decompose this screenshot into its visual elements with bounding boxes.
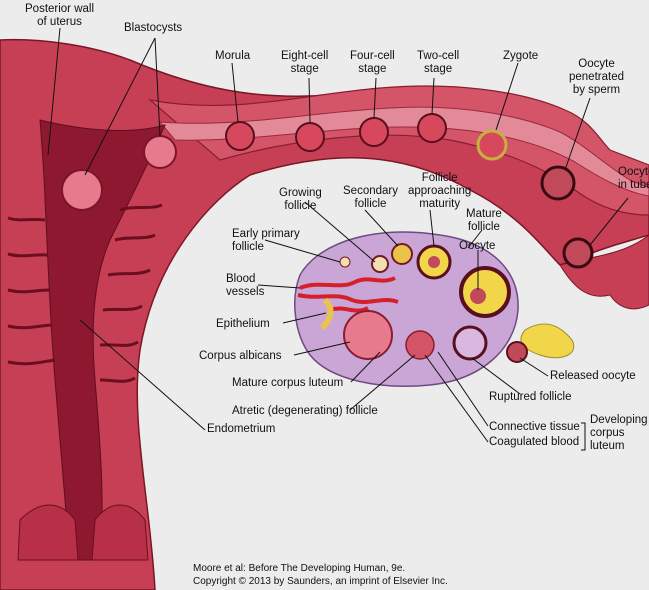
- label-oocyte-in-tube: Oocyte in tube: [618, 166, 649, 192]
- released-oocyte-fluid: [521, 324, 574, 358]
- growing-follicle: [372, 256, 388, 272]
- released-oocyte-drawing: [507, 342, 527, 362]
- four-cell-drawing: [360, 118, 388, 146]
- penetrated-oocyte-drawing: [542, 167, 574, 199]
- label-atretic-follicle: Atretic (degenerating) follicle: [232, 405, 378, 418]
- morula-drawing: [226, 122, 254, 150]
- label-oocyte: Oocyte: [459, 240, 495, 253]
- label-zygote: Zygote: [503, 50, 538, 63]
- label-morula: Morula: [215, 50, 250, 63]
- zygote-drawing: [478, 131, 506, 159]
- label-follicle-approaching: Follicle approaching maturity: [408, 172, 471, 211]
- label-mature-corpus-luteum: Mature corpus luteum: [232, 377, 343, 390]
- label-four-cell: Four-cell stage: [350, 50, 395, 76]
- atretic-follicle-drawing: [406, 331, 434, 359]
- credit-line-2: Copyright © 2013 by Saunders, an imprint…: [193, 576, 448, 588]
- label-endometrium: Endometrium: [207, 423, 275, 436]
- blastocyst-implanting: [62, 170, 102, 210]
- label-growing-follicle: Growing follicle: [279, 187, 322, 213]
- label-two-cell: Two-cell stage: [417, 50, 459, 76]
- label-eight-cell: Eight-cell stage: [281, 50, 328, 76]
- label-coagulated-blood: Coagulated blood: [489, 436, 579, 449]
- early-primary-follicle: [340, 257, 350, 267]
- label-connective-tissue: Connective tissue: [489, 421, 580, 434]
- label-secondary-follicle: Secondary follicle: [343, 185, 398, 211]
- label-corpus-albicans: Corpus albicans: [199, 350, 281, 363]
- credit-line-1: Moore et al: Before The Developing Human…: [193, 563, 405, 575]
- eight-cell-drawing: [296, 123, 324, 151]
- label-posterior-wall: Posterior wall of uterus: [25, 3, 94, 29]
- label-blood-vessels: Blood vessels: [226, 273, 264, 299]
- corpus-albicans-drawing: [344, 311, 392, 359]
- label-released-oocyte: Released oocyte: [550, 370, 636, 383]
- secondary-follicle: [392, 244, 412, 264]
- oocyte-in-follicle: [470, 288, 486, 304]
- label-ruptured-follicle: Ruptured follicle: [489, 391, 571, 404]
- label-oocyte-penetrated: Oocyte penetrated by sperm: [569, 58, 624, 97]
- blastocyst-free: [144, 136, 176, 168]
- ruptured-follicle-drawing: [454, 327, 486, 359]
- developing-corpus-luteum-bracket: [581, 423, 585, 450]
- oocyte-in-tube-drawing: [564, 239, 592, 267]
- label-epithelium: Epithelium: [216, 318, 270, 331]
- label-developing-corpus-luteum: Developing corpus luteum: [590, 414, 648, 453]
- label-blastocysts: Blastocysts: [124, 22, 182, 35]
- two-cell-drawing: [418, 114, 446, 142]
- label-mature-follicle: Mature follicle: [466, 208, 502, 234]
- mature-follicle: [461, 268, 509, 316]
- label-early-primary: Early primary follicle: [232, 228, 300, 254]
